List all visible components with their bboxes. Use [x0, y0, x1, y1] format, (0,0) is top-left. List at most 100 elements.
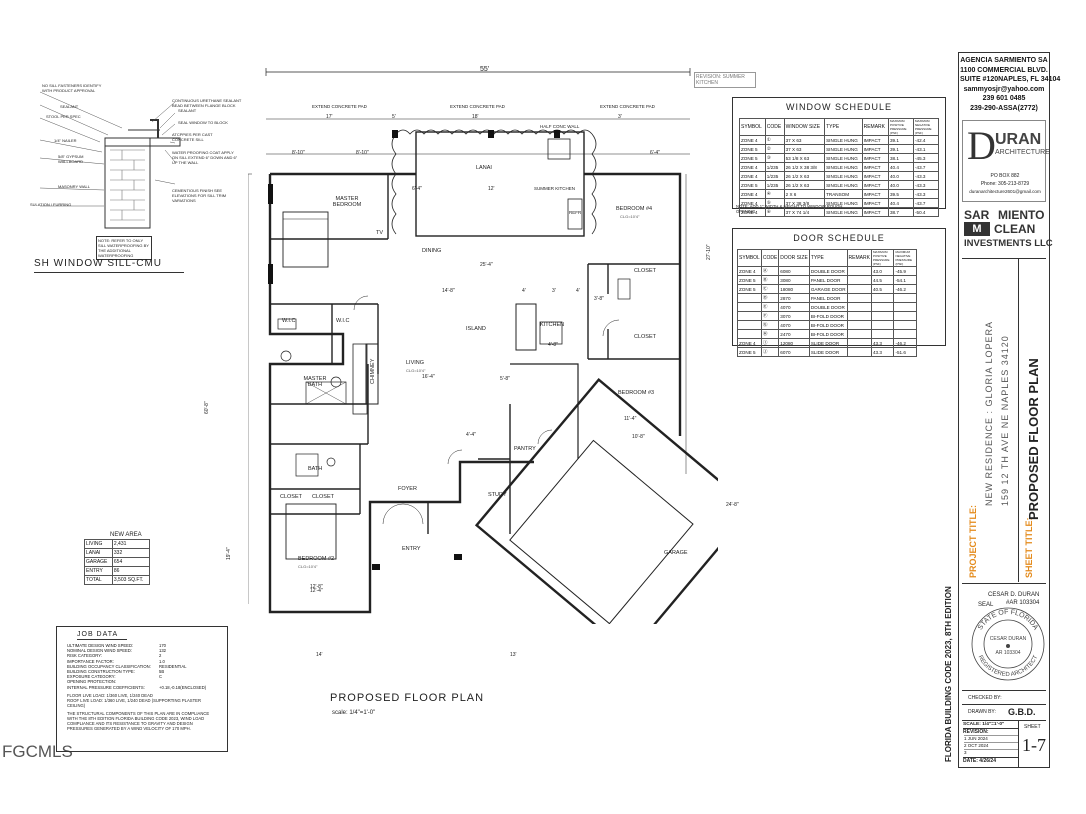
revision-label: REVISION:: [963, 728, 1018, 735]
schedule-cell: 1/235: [764, 162, 785, 172]
room-living: LIVING: [406, 360, 425, 366]
duran-logo-block: D URAN ARCHITECTURE PO BOX 882 Phone: 30…: [962, 120, 1050, 202]
room-wic: W.I.C: [336, 318, 350, 324]
schedule-cell: ZONE 4: [737, 266, 762, 276]
schedule-cell: 3070: [778, 311, 810, 321]
schedule-cell: DOUBLE DOOR: [808, 302, 848, 312]
project-title-label: PROJECT TITLE:: [968, 504, 978, 578]
sill-note: ATCPPIES PER CAST CONCRETE SILL: [172, 132, 213, 142]
agency-line: 239-290-ASSA(2772): [970, 104, 1038, 112]
window-schedule-title: WINDOW SCHEDULE: [785, 102, 892, 112]
schedule-cell: BI-FOLD DOOR: [808, 329, 848, 339]
schedule-cell: 40.0: [888, 180, 914, 190]
schedule-cell: ZONE 4: [739, 171, 766, 181]
dim-label: 3'-8": [594, 296, 604, 302]
revision-row: 3: [964, 749, 1018, 756]
job-line-value: C: [159, 674, 163, 680]
project-title-line1: NEW RESIDENCE : GLORIA LOPERA: [984, 320, 994, 506]
dim-label: 5': [392, 114, 396, 120]
dim-label: 4': [576, 288, 580, 294]
job-line: IMPORTANCE FACTOR:1.0: [67, 659, 217, 664]
seal-label: SEAL: [978, 602, 994, 608]
date-label: DATE: 4/26/24: [963, 757, 1018, 764]
seal-ring-bottom: REGISTERED ARCHITECT: [977, 654, 1040, 678]
schedule-cell: IMPACT: [861, 162, 890, 172]
area-name: ENTRY: [84, 566, 113, 576]
schedule-cell: 2870: [778, 293, 810, 303]
job-line-value: +0.18,-0.18(ENCLOSED): [159, 684, 207, 690]
schedule-cell: [846, 338, 872, 348]
schedule-cell: -45.3: [913, 153, 939, 163]
schedule-cell: 53 1/8 X 63: [783, 153, 826, 163]
schedule-cell: ZONE 5: [739, 180, 766, 190]
agency-line: SUITE #120NAPLES, FL 34104: [960, 76, 1061, 83]
duran-phone: Phone: 305-213-8729: [980, 181, 1030, 187]
job-line: BUILDING OCCUPANCY CLASSIFICATION:RESIDE…: [67, 664, 217, 669]
schedule-cell: [737, 329, 762, 339]
schedule-cell: Ⓔ: [760, 302, 780, 312]
room-closet: CLOSET: [312, 494, 335, 500]
schedule-cell: BI-FOLD DOOR: [808, 311, 848, 321]
sill-note: 5/8" GYPSUM WALLBOARD: [58, 154, 84, 164]
schedule-cell: 1/235: [764, 171, 785, 181]
schedule-header: SYMBOL: [739, 118, 766, 136]
job-line-label: OPENING PROTECTION:: [67, 679, 117, 685]
duran-logo-name: URAN: [995, 131, 1042, 148]
job-line-label: ULTIMATE DESIGN WIND SPEED:: [67, 643, 134, 648]
schedule-header: MAXIMUM POSITIVE PRESSURE (PSF): [888, 118, 914, 136]
room-study: STUDY: [488, 492, 507, 498]
schedule-cell: 6080: [778, 266, 810, 276]
dim-label: 12': [488, 186, 495, 192]
dim-label: 19'-4": [226, 547, 232, 560]
area-name: TOTAL: [84, 575, 113, 585]
schedule-cell: [737, 302, 762, 312]
schedule-cell: Ⓘ: [760, 338, 780, 348]
schedule-cell: [846, 275, 872, 285]
schedule-cell: [846, 320, 872, 330]
schedule-cell: SLIDE DOOR: [808, 338, 848, 348]
schedule-cell: 43.0: [870, 266, 895, 276]
job-load: FLOOR LIVE LOAD: 1/360 LIVE, 1/240 DEAD: [67, 692, 153, 698]
schedule-cell: ZONE 4: [739, 162, 766, 172]
duran-logo-sub: ARCHITECTURE: [995, 149, 1050, 156]
schedule-cell: ZONE 4: [739, 135, 766, 145]
room-bath: BATH: [308, 466, 323, 472]
label-half-wall: HALF CONC WALL: [540, 124, 580, 129]
job-line: ULTIMATE DESIGN WIND SPEED: 170: [67, 643, 217, 648]
job-line-value: 1.0: [159, 658, 165, 664]
schedule-cell: [870, 293, 895, 303]
schedule-cell: -43.7: [913, 162, 939, 172]
schedule-cell: SINGLE HUNG: [824, 171, 863, 181]
schedule-cell: [870, 302, 895, 312]
job-line-label: BUILDING CONSTRUCTION TYPE:: [67, 669, 135, 675]
sill-note: CONTINUOUS URETHANE SEALANT BEAD BETWEEN…: [172, 98, 242, 108]
revision-tag: REVISION: SUMMER KITCHEN: [694, 72, 756, 88]
schedule-cell: 26 1/2 X 63: [783, 180, 826, 190]
revision-row: 1 JUN 2024: [964, 735, 1018, 742]
seal-ar: #AR 103304: [1006, 600, 1040, 606]
dim-label: 6'-4": [412, 186, 422, 192]
dim-label: 24'-8": [726, 502, 739, 508]
schedule-cell: -46.2: [893, 338, 917, 348]
schedule-cell: ①: [764, 135, 785, 145]
job-line-value: 170: [159, 643, 166, 648]
window-schedule-note: NOTE: ADD 1" WIDTH & HEIGHT TO WINDOW RO…: [736, 204, 843, 214]
plan-scale: scale: 1/4"=1'-0": [332, 710, 376, 716]
room-wic: W.I.C: [282, 318, 296, 324]
schedule-cell: 38.1: [888, 153, 914, 163]
dim-label: 8'-10": [292, 150, 305, 156]
